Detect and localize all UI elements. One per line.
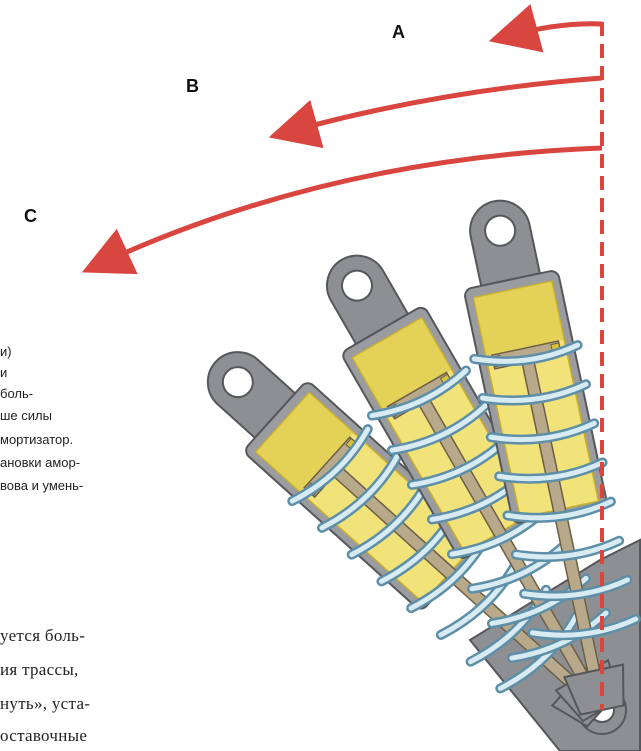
label-a: A	[392, 22, 405, 43]
caption-line: вова и умень-	[0, 478, 83, 493]
caption-line: и)	[0, 344, 12, 359]
arrow-icon	[508, 24, 602, 36]
caption-line: и	[0, 365, 7, 380]
body-text-line: оставочные	[0, 726, 87, 746]
label-c: C	[24, 206, 37, 227]
caption-line: мортизатор.	[0, 432, 73, 447]
body-text-line: ия трассы,	[0, 660, 79, 680]
arrow-icon	[288, 78, 602, 132]
caption-line: ше силы	[0, 408, 52, 423]
caption-line: боль-	[0, 386, 33, 401]
body-text-line: уется боль-	[0, 626, 85, 646]
body-text-line: нуть», уста-	[0, 694, 90, 714]
caption-line: ановки амор-	[0, 455, 80, 470]
label-b: B	[186, 76, 199, 97]
